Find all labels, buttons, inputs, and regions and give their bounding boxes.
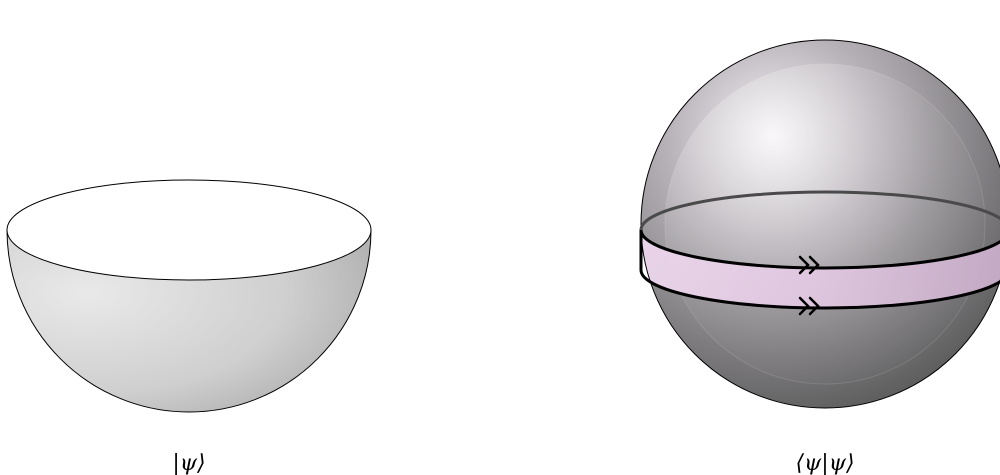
glued-sphere-figure xyxy=(641,40,1000,408)
braket-label: ⟨ψ|ψ⟩ xyxy=(795,451,854,475)
ket-label: |ψ⟩ xyxy=(172,451,205,475)
inner-sphere xyxy=(665,64,985,384)
hemisphere-figure xyxy=(7,180,371,412)
hemisphere-rim xyxy=(7,180,371,280)
